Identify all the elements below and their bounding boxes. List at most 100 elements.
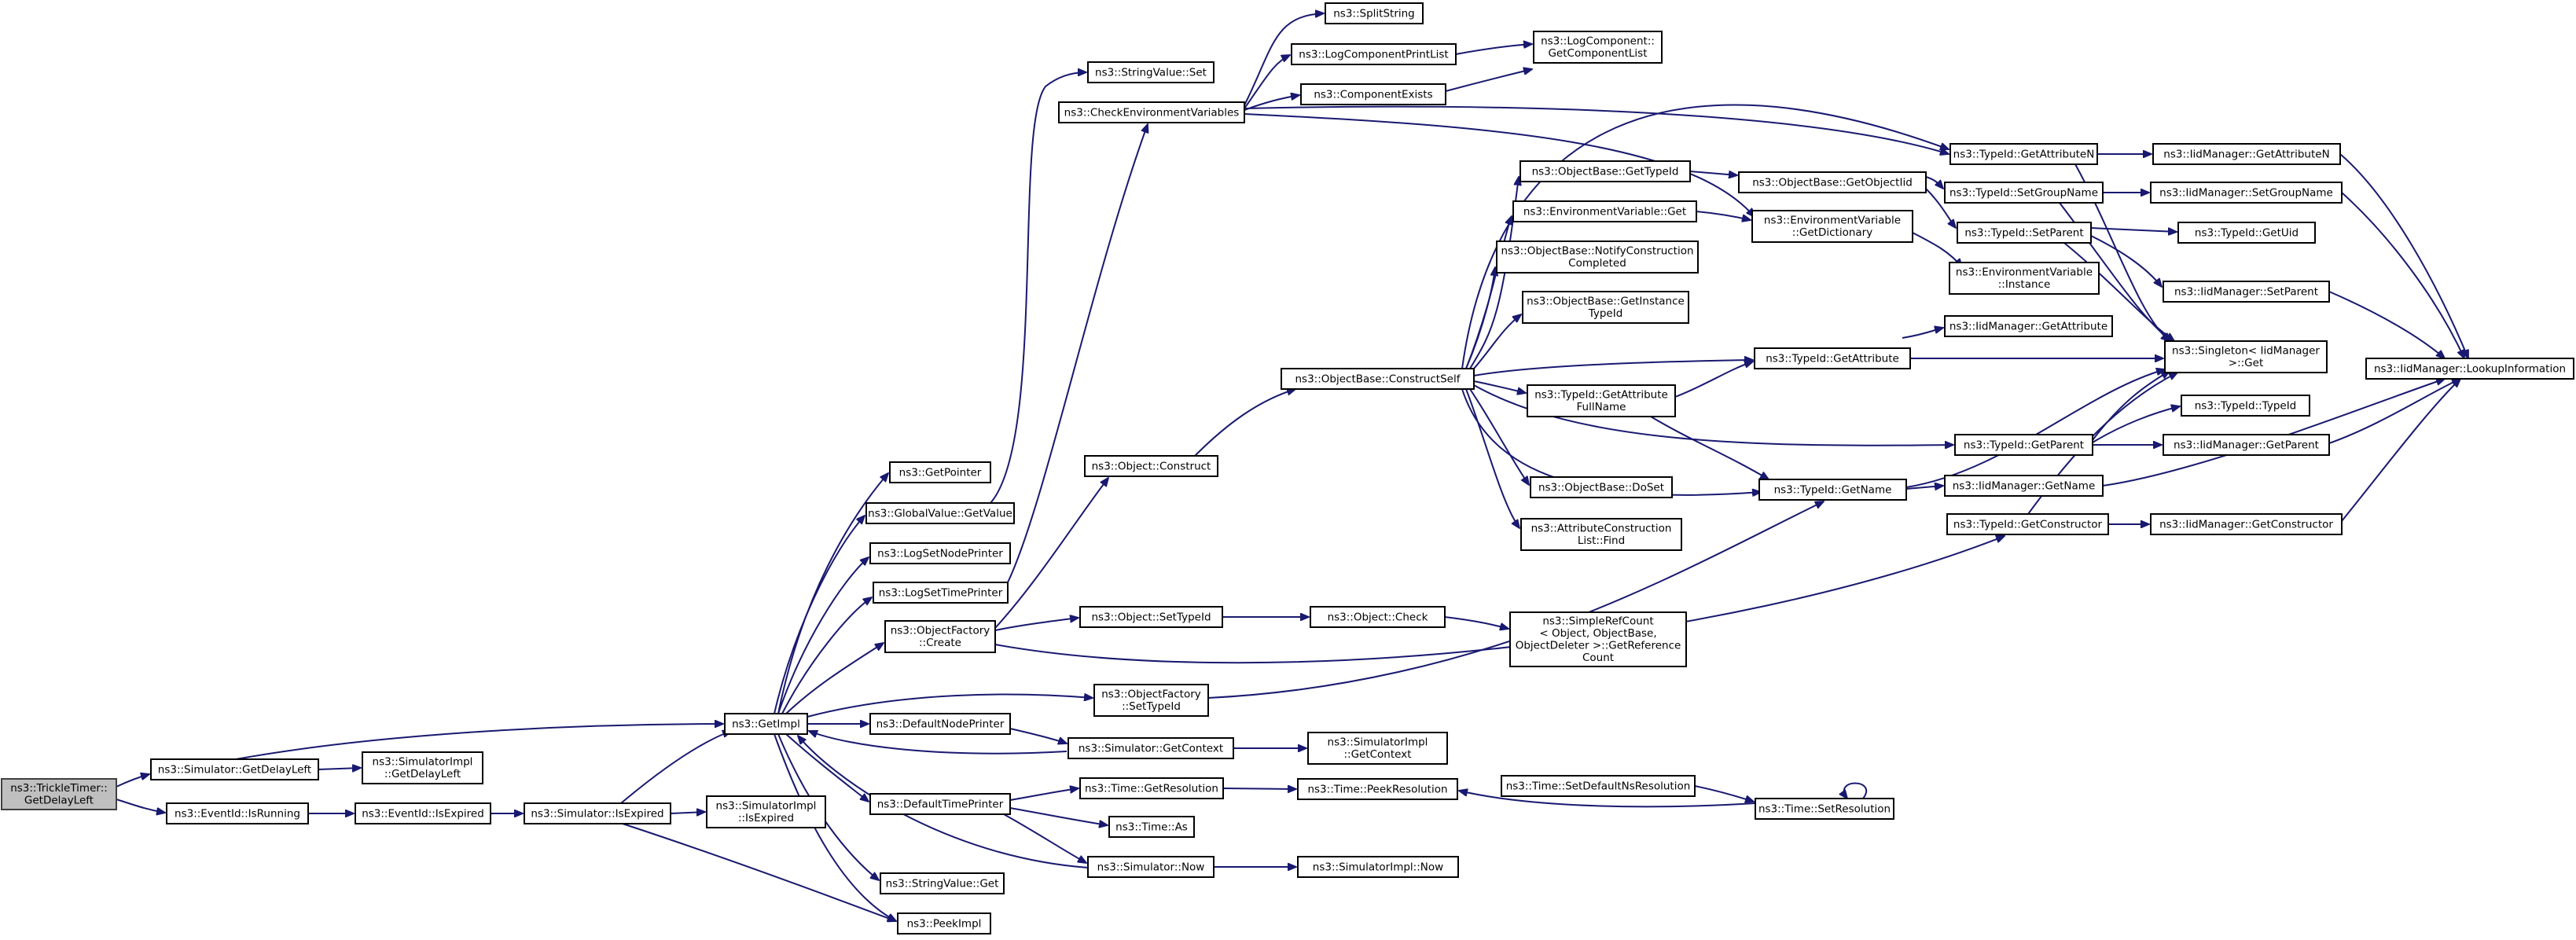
call-edge-line — [2090, 227, 2177, 232]
node-envvar-instance[interactable]: ns3::EnvironmentVariable::Instance — [1949, 262, 2100, 295]
node-time-setdefaultnsres[interactable]: ns3::Time::SetDefaultNsResolution — [1501, 775, 1696, 797]
node-iidmanager-getconstructor[interactable]: ns3::IidManager::GetConstructor — [2150, 513, 2343, 535]
node-stringvalue-get[interactable]: ns3::StringValue::Get — [880, 872, 1005, 894]
node-globalvalue-getvalue[interactable]: ns3::GlobalValue::GetValue — [865, 502, 1015, 524]
node-time-as[interactable]: ns3::Time::As — [1108, 816, 1195, 838]
node-sim-isexpired[interactable]: ns3::Simulator::IsExpired — [524, 802, 671, 824]
call-edge — [1465, 388, 1520, 528]
node-peekimpl[interactable]: ns3::PeekImpl — [897, 912, 991, 934]
node-singleton-get[interactable]: ns3::Singleton< IidManager>::Get — [2164, 340, 2328, 373]
node-objectbase-constructself[interactable]: ns3::ObjectBase::ConstructSelf — [1281, 368, 1475, 390]
call-edge — [670, 812, 705, 813]
call-edge-line — [1473, 384, 1953, 446]
node-splitstring[interactable]: ns3::SplitString — [1325, 2, 1424, 24]
node-box — [2163, 434, 2330, 456]
node-defaulttimeprinter[interactable]: ns3::DefaultTimePrinter — [869, 793, 1011, 815]
node-simimpl-isexpired[interactable]: ns3::SimulatorImpl::IsExpired — [706, 795, 826, 828]
node-box — [1496, 241, 1699, 274]
call-edge — [1244, 113, 1755, 217]
call-edge — [2339, 153, 2469, 358]
node-sim-now[interactable]: ns3::Simulator::Now — [1087, 856, 1215, 878]
node-logsettimeprinter[interactable]: ns3::LogSetTimePrinter — [873, 582, 1009, 604]
call-edge — [2092, 371, 2170, 441]
node-typeid-getname[interactable]: ns3::TypeId::GetName — [1758, 479, 1907, 501]
node-label: ::SetTypeId — [1122, 700, 1181, 713]
node-typeid-getattribute[interactable]: ns3::TypeId::GetAttribute — [1754, 347, 1911, 369]
node-iidmanager-getattributen[interactable]: ns3::IidManager::GetAttributeN — [2152, 143, 2341, 165]
node-typeid-typeid[interactable]: ns3::TypeId::TypeId — [2181, 395, 2310, 417]
node-stringvalue-set[interactable]: ns3::StringValue::Set — [1087, 61, 1215, 83]
node-typeid-getconstructor[interactable]: ns3::TypeId::GetConstructor — [1946, 513, 2109, 535]
node-box — [1291, 43, 1457, 65]
node-time-getresolution[interactable]: ns3::Time::GetResolution — [1079, 777, 1224, 799]
node-time-setresolution[interactable]: ns3::Time::SetResolution — [1755, 798, 1894, 820]
node-logcomponent-getlist[interactable]: ns3::LogComponent::GetComponentList — [1533, 31, 1663, 64]
node-typeid-getattributen[interactable]: ns3::TypeId::GetAttributeN — [1949, 143, 2098, 165]
node-trickle: ns3::TrickleTimer::GetDelayLeft — [1, 778, 117, 810]
node-iidmanager-getparent[interactable]: ns3::IidManager::GetParent — [2163, 434, 2330, 456]
node-objectbase-notify[interactable]: ns3::ObjectBase::NotifyConstructionCompl… — [1496, 241, 1699, 274]
node-getimpl[interactable]: ns3::GetImpl — [724, 713, 808, 735]
node-checkenv[interactable]: ns3::CheckEnvironmentVariables — [1058, 101, 1245, 123]
node-envvar-get[interactable]: ns3::EnvironmentVariable::Get — [1512, 200, 1697, 222]
call-edge — [2051, 232, 2174, 341]
node-object-construct[interactable]: ns3::Object::Construct — [1084, 455, 1218, 477]
call-edge — [994, 536, 2005, 664]
node-eventid-isrunning[interactable]: ns3::EventId::IsRunning — [166, 802, 309, 824]
node-typeid-setparent[interactable]: ns3::TypeId::SetParent — [1957, 222, 2092, 244]
node-typeid-getparent[interactable]: ns3::TypeId::GetParent — [1954, 434, 2093, 456]
node-logsetnodeprinter[interactable]: ns3::LogSetNodePrinter — [869, 542, 1011, 564]
node-logcomponentprintlist[interactable]: ns3::LogComponentPrintList — [1291, 43, 1457, 65]
node-box — [1079, 606, 1223, 628]
call-edge-line — [1009, 807, 1108, 825]
node-object-settypeid[interactable]: ns3::Object::SetTypeId — [1079, 606, 1223, 628]
node-defaultnodeprinter[interactable]: ns3::DefaultNodePrinter — [869, 713, 1011, 735]
node-objectfactory-settypeid[interactable]: ns3::ObjectFactory::SetTypeId — [1093, 684, 1209, 717]
call-edge — [1925, 176, 1943, 189]
call-edge — [1244, 105, 1949, 154]
node-box — [1087, 61, 1215, 83]
node-iidmanager-setparent[interactable]: ns3::IidManager::SetParent — [2163, 281, 2330, 303]
node-eventid-isexpired[interactable]: ns3::EventId::IsExpired — [355, 802, 491, 824]
node-box — [1093, 684, 1209, 717]
node-iidmanager-getname[interactable]: ns3::IidManager::GetName — [1944, 475, 2104, 497]
node-typeid-setgroupname[interactable]: ns3::TypeId::SetGroupName — [1944, 182, 2104, 204]
call-edge-line — [785, 643, 884, 714]
node-envvar-getdictionary[interactable]: ns3::EnvironmentVariable::GetDictionary — [1751, 210, 1913, 243]
node-sim-getdelayleft[interactable]: ns3::Simulator::GetDelayLeft — [150, 758, 319, 780]
node-typeid-getuid[interactable]: ns3::TypeId::GetUid — [2177, 222, 2316, 244]
node-iidmanager-lookupinformation[interactable]: ns3::IidManager::LookupInformation — [2365, 358, 2574, 380]
call-edge-line — [1222, 788, 1296, 789]
node-label: ns3::Time::SetDefaultNsResolution — [1506, 780, 1691, 792]
node-label: ns3::CheckEnvironmentVariables — [1064, 106, 1240, 119]
call-edge — [1455, 44, 1532, 55]
node-objectbase-doset[interactable]: ns3::ObjectBase::DoSet — [1530, 476, 1673, 498]
node-sim-getcontext[interactable]: ns3::Simulator::GetContext — [1068, 737, 1234, 759]
node-simimpl-getdelayleft[interactable]: ns3::SimulatorImpl::GetDelayLeft — [362, 751, 483, 784]
node-componentexists[interactable]: ns3::ComponentExists — [1300, 83, 1446, 105]
call-edge — [1473, 384, 1953, 446]
node-iidmanager-getattribute[interactable]: ns3::IidManager::GetAttribute — [1944, 315, 2113, 337]
node-label: GetComponentList — [1548, 47, 1647, 60]
node-simimpl-now[interactable]: ns3::SimulatorImpl::Now — [1297, 856, 1459, 878]
node-simplerefcount[interactable]: ns3::SimpleRefCount< Object, ObjectBase,… — [1509, 611, 1687, 667]
node-getpointer[interactable]: ns3::GetPointer — [889, 461, 991, 483]
node-simimpl-getcontext[interactable]: ns3::SimulatorImpl::GetContext — [1307, 732, 1448, 765]
node-label: ::Instance — [1998, 278, 2051, 291]
node-object-check[interactable]: ns3::Object::Check — [1310, 606, 1446, 628]
call-edge-line — [1444, 616, 1508, 629]
call-edge — [781, 597, 872, 714]
node-time-peekresolution[interactable]: ns3::Time::PeekResolution — [1297, 778, 1458, 800]
node-iidmanager-setgroupname[interactable]: ns3::IidManager::SetGroupName — [2150, 182, 2343, 204]
node-objectfactory-create[interactable]: ns3::ObjectFactory::Create — [884, 620, 996, 653]
node-box — [1297, 778, 1458, 800]
node-box — [355, 802, 491, 824]
call-edge-line — [774, 516, 865, 714]
call-edge-line — [1465, 267, 1495, 369]
node-objectbase-getobjectiid[interactable]: ns3::ObjectBase::GetObjectIid — [1738, 171, 1927, 193]
node-objectbase-gettypeid[interactable]: ns3::ObjectBase::GetTypeId — [1520, 160, 1691, 182]
